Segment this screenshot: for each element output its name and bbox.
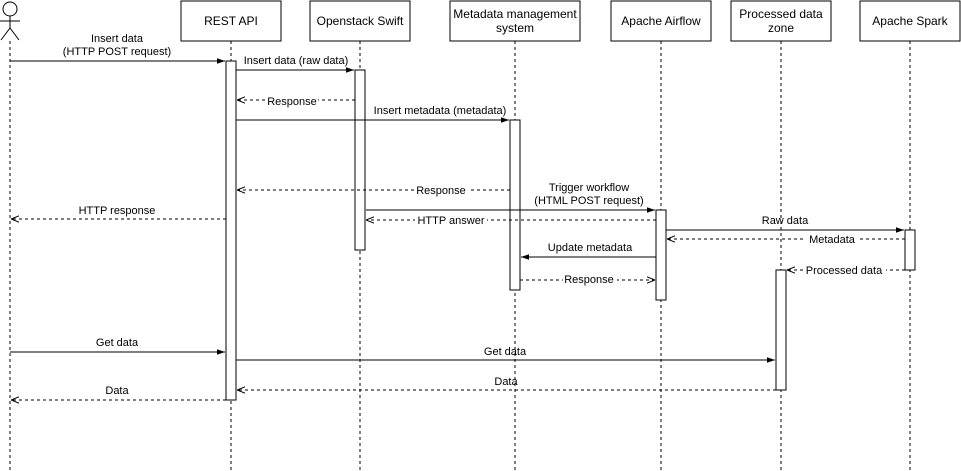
svg-text:HTTP answer: HTTP answer xyxy=(417,215,484,227)
message-insert-raw-data: Insert data (raw data) xyxy=(236,55,354,73)
metadata-system-activation xyxy=(509,119,521,291)
svg-text:Insert metadata (metadata): Insert metadata (metadata) xyxy=(374,105,507,117)
participant-label: Apache Spark xyxy=(872,14,948,28)
svg-text:Response: Response xyxy=(564,274,614,286)
user-actor-icon xyxy=(0,1,20,41)
message-insert-data: Insert data (HTTP POST request) xyxy=(10,33,225,64)
svg-text:Trigger workflow: Trigger workflow xyxy=(549,182,629,194)
message-spark-metadata: Metadata xyxy=(667,233,905,246)
message-label: Response xyxy=(564,274,614,286)
svg-text:HTTP response: HTTP response xyxy=(79,205,156,217)
svg-text:Metadata management: Metadata management xyxy=(453,7,577,21)
message-airflow-response: Response xyxy=(520,274,655,286)
svg-text:REST API: REST API xyxy=(204,14,258,28)
svg-text:Response: Response xyxy=(416,185,466,197)
rest-api-activation xyxy=(225,60,237,401)
message-label: (HTML POST request) xyxy=(534,195,643,207)
svg-text:(HTML POST request): (HTML POST request) xyxy=(534,195,643,207)
message-label: Response xyxy=(267,96,317,108)
message-label: Get data xyxy=(484,346,527,358)
svg-text:Insert data: Insert data xyxy=(91,33,144,45)
svg-text:Apache Spark: Apache Spark xyxy=(872,14,948,28)
participant-openstack-swift: Openstack Swift xyxy=(309,0,411,42)
svg-text:Get data: Get data xyxy=(96,337,139,349)
message-swift-response: Response xyxy=(237,95,355,108)
svg-text:Get data: Get data xyxy=(484,346,527,358)
participant-label: Apache Airflow xyxy=(621,14,701,28)
message-processed-data: Processed data xyxy=(787,264,905,277)
message-http-response: HTTP response xyxy=(11,205,226,219)
message-http-answer: HTTP answer xyxy=(366,214,656,227)
svg-text:(HTTP POST request): (HTTP POST request) xyxy=(63,46,171,58)
message-label: Insert data (raw data) xyxy=(244,55,349,67)
svg-text:Raw data: Raw data xyxy=(762,215,809,227)
message-label: Trigger workflow xyxy=(549,182,629,194)
message-label: Data xyxy=(494,376,518,388)
message-data-user: Data xyxy=(11,385,226,400)
participant-rest-api: REST API xyxy=(180,0,282,42)
message-label: Data xyxy=(105,385,129,397)
message-label: Metadata xyxy=(809,234,856,246)
svg-text:Data: Data xyxy=(105,385,129,397)
svg-text:Openstack Swift: Openstack Swift xyxy=(317,14,404,28)
message-label: Processed data xyxy=(806,265,883,277)
svg-text:Processed data: Processed data xyxy=(806,265,883,277)
message-label: Insert data xyxy=(91,33,144,45)
participant-apache-spark: Apache Spark xyxy=(859,0,961,42)
processed-data-zone-activation xyxy=(775,269,787,391)
message-metadata-response: Response xyxy=(237,184,510,197)
participant-label: zone xyxy=(768,21,794,35)
svg-text:system: system xyxy=(496,21,534,35)
message-data-zone: Data xyxy=(237,376,776,390)
message-trigger-workflow: Trigger workflow (HTML POST request) xyxy=(366,182,655,213)
message-get-data-user: Get data xyxy=(10,337,225,355)
participant-label: REST API xyxy=(204,14,258,28)
message-label: HTTP response xyxy=(79,205,156,217)
svg-text:Insert data (raw data): Insert data (raw data) xyxy=(244,55,349,67)
svg-text:Update metadata: Update metadata xyxy=(548,242,633,254)
svg-text:Metadata: Metadata xyxy=(809,234,856,246)
participant-label: Processed data xyxy=(739,7,823,21)
message-label: (HTTP POST request) xyxy=(63,46,171,58)
participant-label: Openstack Swift xyxy=(317,14,404,28)
svg-text:Processed data: Processed data xyxy=(739,7,823,21)
message-raw-data: Raw data xyxy=(666,215,904,233)
svg-text:zone: zone xyxy=(768,21,794,35)
svg-text:Response: Response xyxy=(267,96,317,108)
participant-apache-airflow: Apache Airflow xyxy=(610,0,712,42)
participant-processed-data-zone: Processed data zone xyxy=(730,0,832,42)
message-label: Insert metadata (metadata) xyxy=(374,105,507,117)
message-label: HTTP answer xyxy=(417,215,484,227)
message-get-data-zone: Get data xyxy=(236,346,775,363)
message-label: Update metadata xyxy=(548,242,633,254)
participant-label: Metadata management xyxy=(453,7,577,21)
message-label: Raw data xyxy=(762,215,809,227)
openstack-swift-activation xyxy=(354,69,366,251)
message-update-metadata: Update metadata xyxy=(521,242,656,260)
message-label: Response xyxy=(416,185,466,197)
message-insert-metadata: Insert metadata (metadata) xyxy=(236,105,509,123)
svg-text:Data: Data xyxy=(494,376,518,388)
participant-metadata-management-system: Metadata management system xyxy=(449,0,581,42)
apache-spark-activation xyxy=(904,229,916,271)
svg-text:Apache Airflow: Apache Airflow xyxy=(621,14,701,28)
apache-airflow-activation xyxy=(655,209,667,301)
participant-label: system xyxy=(496,21,534,35)
message-label: Get data xyxy=(96,337,139,349)
